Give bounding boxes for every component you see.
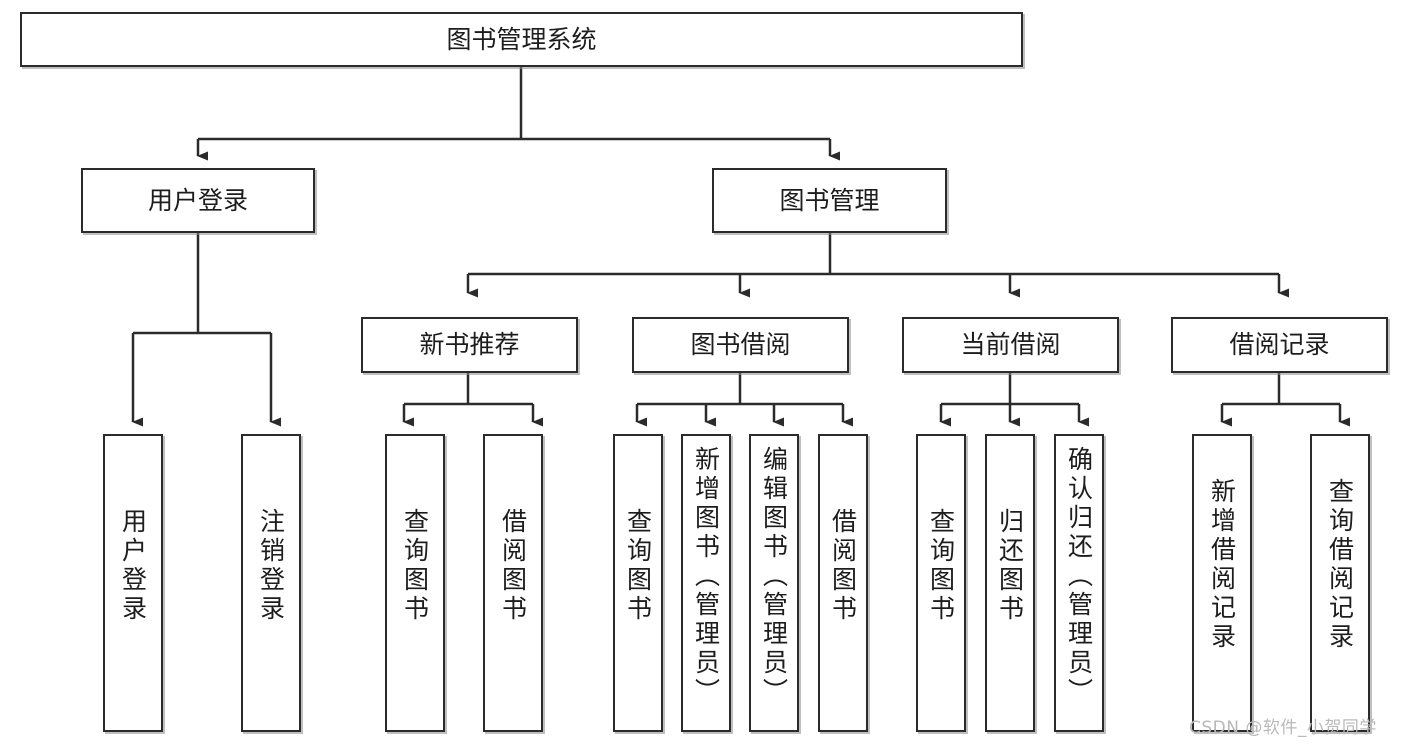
- leaf-records-add-record[interactable]: 新增借阅记录: [1192, 434, 1252, 732]
- node-label: 当前借阅: [960, 330, 1061, 360]
- node-book-borrow[interactable]: 图书借阅: [632, 317, 849, 373]
- leaf-borrow-edit-book[interactable]: 编辑图书（管理员）: [749, 434, 799, 732]
- node-new-book-recommend[interactable]: 新书推荐: [361, 317, 578, 373]
- leaf-records-query-record[interactable]: 查询借阅记录: [1310, 434, 1370, 732]
- leaf-borrow-borrow-book[interactable]: 借阅图书: [818, 434, 868, 732]
- leaf-recommend-borrow-book[interactable]: 借阅图书: [483, 434, 543, 732]
- node-label: 借阅图书: [498, 508, 528, 624]
- node-current-borrow[interactable]: 当前借阅: [902, 317, 1119, 373]
- node-label: 借阅记录: [1229, 330, 1330, 360]
- leaf-recommend-query-book[interactable]: 查询图书: [385, 434, 445, 732]
- leaf-current-query-book[interactable]: 查询图书: [916, 434, 966, 732]
- node-label: 查询图书: [623, 508, 653, 624]
- node-label: 归还图书: [995, 508, 1025, 624]
- node-root-system[interactable]: 图书管理系统: [20, 12, 1023, 67]
- node-label: 查询借阅记录: [1325, 478, 1355, 652]
- node-label: 图书借阅: [690, 330, 791, 360]
- leaf-user-login-logout[interactable]: 注销登录: [241, 434, 301, 732]
- leaf-current-return-book[interactable]: 归还图书: [985, 434, 1035, 732]
- node-label: 用户登录: [147, 185, 248, 215]
- node-label: 新书推荐: [419, 330, 520, 360]
- leaf-user-login-login[interactable]: 用户登录: [103, 434, 163, 732]
- node-label: 查询图书: [926, 508, 956, 624]
- node-book-management[interactable]: 图书管理: [712, 168, 947, 233]
- node-label: 图书管理系统: [446, 24, 597, 54]
- node-label: 编辑图书（管理员）: [759, 446, 789, 707]
- leaf-borrow-query-book[interactable]: 查询图书: [613, 434, 663, 732]
- node-borrow-records[interactable]: 借阅记录: [1171, 317, 1388, 373]
- csdn-watermark: CSDN @软件_小贺同学: [1189, 718, 1377, 738]
- node-label: 确认归还（管理员）: [1064, 446, 1094, 707]
- node-label: 新增借阅记录: [1207, 478, 1237, 652]
- leaf-current-confirm-return[interactable]: 确认归还（管理员）: [1054, 434, 1104, 732]
- node-label: 图书管理: [779, 185, 880, 215]
- node-label: 新增图书（管理员）: [691, 446, 721, 707]
- node-label: 注销登录: [256, 508, 286, 624]
- node-label: 借阅图书: [828, 508, 858, 624]
- leaf-borrow-add-book[interactable]: 新增图书（管理员）: [681, 434, 731, 732]
- node-user-login[interactable]: 用户登录: [81, 168, 315, 233]
- node-label: 查询图书: [400, 508, 430, 624]
- node-label: 用户登录: [118, 508, 148, 624]
